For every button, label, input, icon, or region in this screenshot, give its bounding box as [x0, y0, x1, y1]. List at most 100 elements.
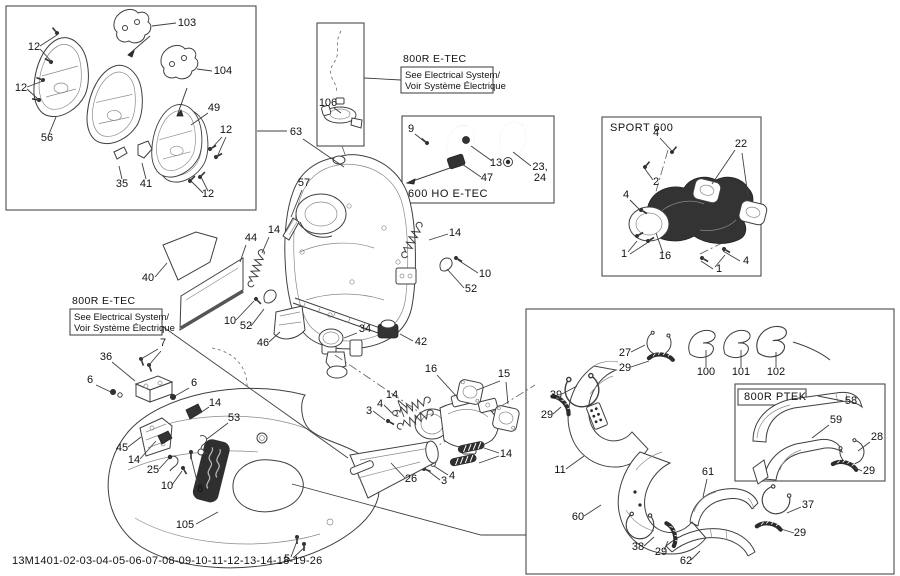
- part-label-61: 61: [702, 466, 714, 478]
- ptek-group-box: [734, 383, 886, 482]
- leader-line: [343, 332, 358, 339]
- pin-25: [169, 455, 179, 472]
- part-label-59: 59: [830, 414, 842, 426]
- leader-line: [630, 360, 650, 368]
- leader-line: [414, 133, 426, 143]
- part-label-41: 41: [140, 178, 152, 190]
- part-label-29: 29: [619, 362, 631, 374]
- leader-line: [446, 268, 465, 289]
- valve-group-box: [316, 22, 365, 147]
- callout-box-etec-left: [69, 308, 163, 336]
- leader-line: [702, 478, 708, 498]
- leader-line: [195, 511, 219, 525]
- part-label-8: 8: [197, 483, 203, 495]
- leader-line: [644, 168, 654, 181]
- callout-leader: [363, 77, 402, 81]
- part-label-2: 2: [653, 176, 659, 188]
- leader-line: [118, 165, 123, 180]
- center-manifold-art: [384, 379, 536, 475]
- part-label-5: 5: [284, 553, 290, 565]
- leader-line: [629, 199, 641, 211]
- leader-line: [39, 34, 58, 47]
- part-label-4: 4: [743, 255, 749, 267]
- callout-line1: See Electrical System/: [405, 70, 500, 81]
- leader-line: [786, 506, 802, 514]
- leader-line: [127, 436, 142, 448]
- leader-line: [174, 387, 190, 397]
- sport600-group-box: [601, 116, 762, 277]
- part-label-35: 35: [116, 178, 128, 190]
- leader-line: [210, 136, 223, 150]
- part-label-11: 11: [554, 464, 565, 476]
- part-label-103: 103: [178, 17, 196, 29]
- leader-lines: [26, 22, 871, 561]
- part-label-4: 4: [623, 189, 629, 201]
- callout-line2: Voir Système Électrique: [405, 81, 506, 92]
- part-label-36: 36: [100, 351, 112, 363]
- part-label-22: 22: [735, 138, 747, 150]
- leader-line: [470, 145, 493, 162]
- part-label-7: 7: [160, 337, 166, 349]
- callout-box-etec-top: [400, 66, 494, 94]
- leader-line: [151, 22, 177, 27]
- link-52a: [263, 289, 277, 304]
- callout-line1: See Electrical System/: [74, 312, 169, 323]
- part-label-24: 24: [534, 172, 546, 184]
- part-label-52: 52: [465, 283, 477, 295]
- leader-line: [397, 399, 408, 409]
- part-label-38: 38: [632, 541, 644, 553]
- temp-sensor-art: [357, 121, 528, 197]
- part-label-10: 10: [224, 315, 236, 327]
- deflector-46: [273, 305, 306, 340]
- leader-line: [140, 348, 159, 360]
- leader-line: [239, 244, 247, 263]
- leader-line: [111, 361, 136, 382]
- part-label-4: 4: [653, 127, 659, 139]
- part-label-40: 40: [142, 272, 154, 284]
- leader-line: [780, 528, 795, 534]
- leader-line: [643, 536, 655, 547]
- leader-line: [711, 149, 736, 185]
- part-label-4: 4: [449, 470, 455, 482]
- muffler-art: [284, 154, 417, 379]
- part-label-3: 3: [366, 405, 372, 417]
- heat-shield-panels-art: [30, 8, 224, 185]
- part-label-1: 1: [716, 263, 722, 275]
- leader-line: [552, 406, 562, 415]
- part-label-14: 14: [268, 224, 280, 236]
- leader-line: [383, 404, 393, 414]
- part-label-26: 26: [405, 473, 417, 485]
- part-label-102: 102: [767, 366, 785, 378]
- leader-line: [583, 504, 602, 517]
- part-label-29: 29: [863, 465, 875, 477]
- part-label-14: 14: [500, 448, 512, 460]
- part-label-25: 25: [147, 464, 159, 476]
- part-label-100: 100: [697, 366, 715, 378]
- part-label-49: 49: [208, 102, 220, 114]
- part-label-44: 44: [245, 232, 257, 244]
- damper-14b: [157, 430, 173, 445]
- leader-line: [216, 136, 227, 158]
- part-label-14: 14: [128, 454, 140, 466]
- leader-line: [436, 374, 459, 399]
- part-label-101: 101: [732, 366, 750, 378]
- leader-line: [290, 189, 303, 218]
- leader-line: [148, 350, 162, 366]
- callout-leader: [161, 325, 349, 459]
- leader-line: [200, 176, 209, 192]
- leader-line: [302, 138, 345, 168]
- part-label-15: 15: [498, 368, 510, 380]
- leader-line: [505, 381, 509, 405]
- leader-line: [48, 116, 57, 135]
- leader-line: [627, 240, 638, 253]
- leader-line: [26, 80, 44, 88]
- part-label-4: 4: [377, 398, 383, 410]
- leader-line: [663, 540, 669, 551]
- leader-line: [171, 470, 183, 486]
- leader-line: [39, 48, 52, 62]
- leader-line: [561, 385, 578, 395]
- part-label-9: 9: [408, 123, 414, 135]
- link-52b: [439, 257, 453, 272]
